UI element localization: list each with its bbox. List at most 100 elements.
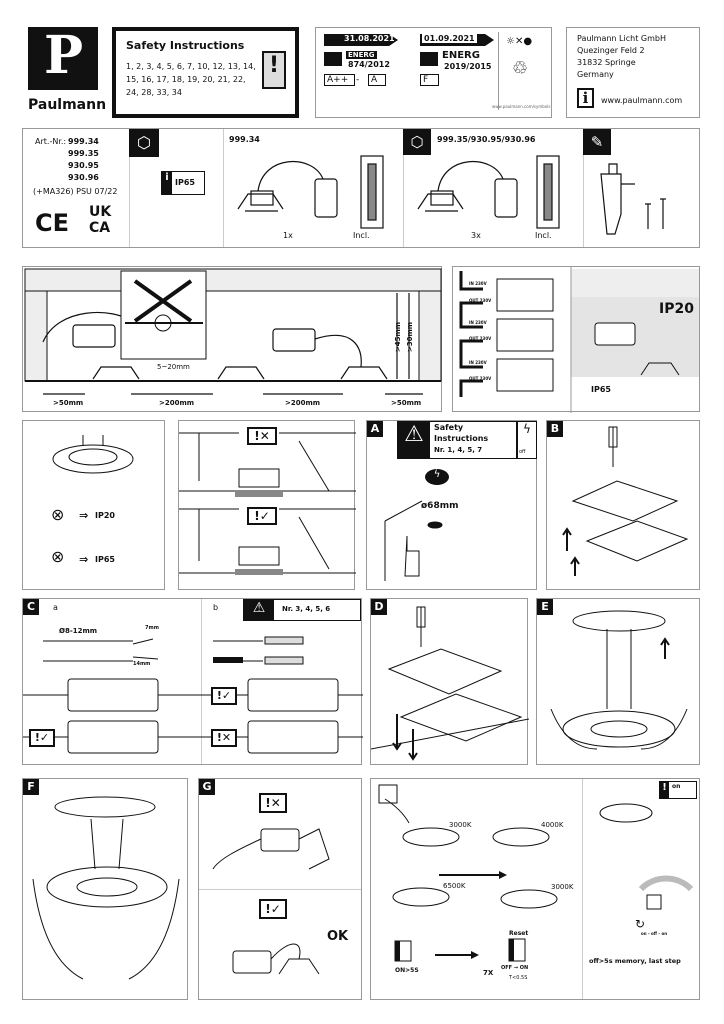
color-temp-3000k: 3000K <box>449 821 472 829</box>
energy-label-box: 31.08.2021 01.09.2021 ENERG 874/2012 A++… <box>315 27 552 118</box>
switch-on-notice: ! on <box>659 781 697 799</box>
depth-dimension: 5~20mm <box>157 363 190 371</box>
arrow-icon: ⇒ <box>79 509 89 522</box>
junction-box-placement-drawing <box>212 828 330 975</box>
ip65-label: IP65 <box>591 385 611 394</box>
ok-label: OK <box>327 929 349 944</box>
ip20-label: IP20 <box>659 301 694 317</box>
wiring-diagram: IN 230V OUT 230V IN 230V OUT 230V IN 230… <box>452 266 700 413</box>
cycle-icon: ↻ <box>635 917 646 931</box>
distance-dimension: >200mm <box>159 399 195 407</box>
warning-icon: ⚠ <box>244 600 274 621</box>
mounting-correct-incorrect-panel: !✕ !✓ <box>178 420 356 590</box>
step-c-panel: C a b Ø8-12mm 7mm 14mm ⚠ Nr. 3, 4, 5, 6 … <box>22 598 363 765</box>
cable-diameter: Ø8-12mm <box>59 627 98 635</box>
box-icon: ⬡ <box>403 129 431 155</box>
ip-zones-panel: ⊗ ⇒ IP20 ⊗ ⇒ IP65 <box>22 420 165 590</box>
mounting-drawing <box>179 432 356 575</box>
safety-title: Safety Instructions <box>126 39 245 52</box>
dash: - <box>356 75 360 85</box>
distance-dimension: >50mm <box>53 399 84 407</box>
correct-icon: !✓ <box>29 729 55 747</box>
tools-icon: ✎ <box>583 129 611 155</box>
cable-stripping-drawing <box>23 636 363 754</box>
ip65-label: IP65 <box>95 555 115 564</box>
article-label: Art.-Nr.: <box>35 137 67 146</box>
content-title: 999.34 <box>229 135 260 144</box>
website-link[interactable]: www.paulmann.com <box>601 96 683 105</box>
substep-label: b <box>213 603 219 612</box>
symbol-icons: ☼✕● <box>506 36 533 47</box>
energy-label-new: ENERG <box>442 50 480 61</box>
company-name: Paulmann Licht GmbH <box>577 34 666 43</box>
height-dimension: >30mm <box>406 321 415 353</box>
wiring-in-label: IN 230V <box>469 281 487 286</box>
safety-numbers: Nr. 1, 4, 5, 7 <box>434 446 483 454</box>
reset-timing: T<0.5S <box>509 975 528 981</box>
safety-notice: ⚠ Nr. 3, 4, 5, 6 <box>243 599 361 621</box>
reset-label: Reset <box>509 930 529 937</box>
address-box: Paulmann Licht GmbH Quezinger Feld 2 318… <box>566 27 700 118</box>
switch-sequence: on - off - on <box>641 931 668 936</box>
country: Germany <box>577 70 614 79</box>
safety-numbers: 15, 16, 17, 18, 19, 20, 21, 22, <box>126 75 246 84</box>
ip20-label: IP20 <box>95 511 115 520</box>
wiring-in-label: IN 230V <box>469 320 487 325</box>
product-info-panel: Art.-Nr.: 999.34 999.35 930.95 930.96 (+… <box>22 128 700 248</box>
open-junction-box-drawing <box>562 426 689 576</box>
ip-rating: IP65 <box>175 178 195 187</box>
daisy-chain-drawing <box>459 267 699 413</box>
reset-count: 7X <box>483 969 494 977</box>
incorrect-icon: !✕ <box>247 427 277 445</box>
safety-numbers: Nr. 3, 4, 5, 6 <box>282 605 331 613</box>
content-included: Incl. <box>353 231 370 240</box>
paulmann-logo: P <box>28 25 98 90</box>
energy-class: A <box>368 74 387 86</box>
wiring-in-label: IN 230V <box>469 360 487 365</box>
safety-title: Safety <box>434 423 464 432</box>
eu-flag-icon <box>324 52 342 66</box>
distance-dimension: >50mm <box>391 399 422 407</box>
step-label: E <box>537 599 553 615</box>
energy-date-old: 31.08.2021 <box>344 34 395 43</box>
safety-numbers: 1, 2, 3, 4, 5, 6, 7, 10, 12, 13, 14, <box>126 62 256 71</box>
close-junction-box-drawing <box>371 606 529 761</box>
distance-dimension: >200mm <box>285 399 321 407</box>
logo-letter: P <box>44 25 84 86</box>
psu-code: (+MA326) PSU 07/22 <box>33 187 118 196</box>
step-d-panel: D <box>370 598 529 765</box>
substep-label: a <box>53 603 58 612</box>
off-label: off <box>519 449 526 455</box>
wiring-out-label: OUT 230V <box>469 336 492 341</box>
memory-note: off>5s memory, last step <box>589 957 681 965</box>
step-a-panel: A ⚠ Safety Instructions Nr. 1, 4, 5, 7 ϟ… <box>366 420 537 590</box>
energy-class: A++ <box>324 74 356 86</box>
energy-date-new: 01.09.2021 <box>422 34 477 43</box>
safety-numbers: 24, 28, 33, 34 <box>126 88 182 97</box>
content-quantity: 3x <box>471 231 481 240</box>
step-g-panel: G !✕ !✓ OK <box>198 778 362 1000</box>
article-number: 930.96 <box>68 173 99 182</box>
ip-rating-badge: i IP65 <box>161 171 205 195</box>
article-number: 930.95 <box>68 161 99 170</box>
height-dimension: >45mm <box>394 321 403 353</box>
city: 31832 Springe <box>577 58 636 67</box>
color-temp-6500k: 6500K <box>443 882 466 890</box>
safety-notice: ⚠ Safety Instructions Nr. 1, 4, 5, 7 <box>397 421 517 459</box>
correct-icon: !✓ <box>259 899 287 919</box>
energy-reg-old: 874/2012 <box>348 60 390 69</box>
box-icon: ⬡ <box>129 129 159 157</box>
arrow-icon: ⇒ <box>79 553 89 566</box>
wiring-out-label: OUT 230V <box>469 376 492 381</box>
energy-label-old: ENERG <box>346 51 377 59</box>
content-included: Incl. <box>535 231 552 240</box>
incorrect-icon: !✕ <box>259 793 287 813</box>
info-icon: i <box>162 172 172 194</box>
symbols-url[interactable]: www.paulmann.com/symbols <box>492 104 551 109</box>
step-label: A <box>367 421 383 437</box>
luminaire-drawing <box>52 435 134 474</box>
wiring-out-label: OUT 230V <box>469 298 492 303</box>
energy-reg-new: 2019/2015 <box>444 62 492 71</box>
cct-switching-drawing <box>378 784 694 962</box>
